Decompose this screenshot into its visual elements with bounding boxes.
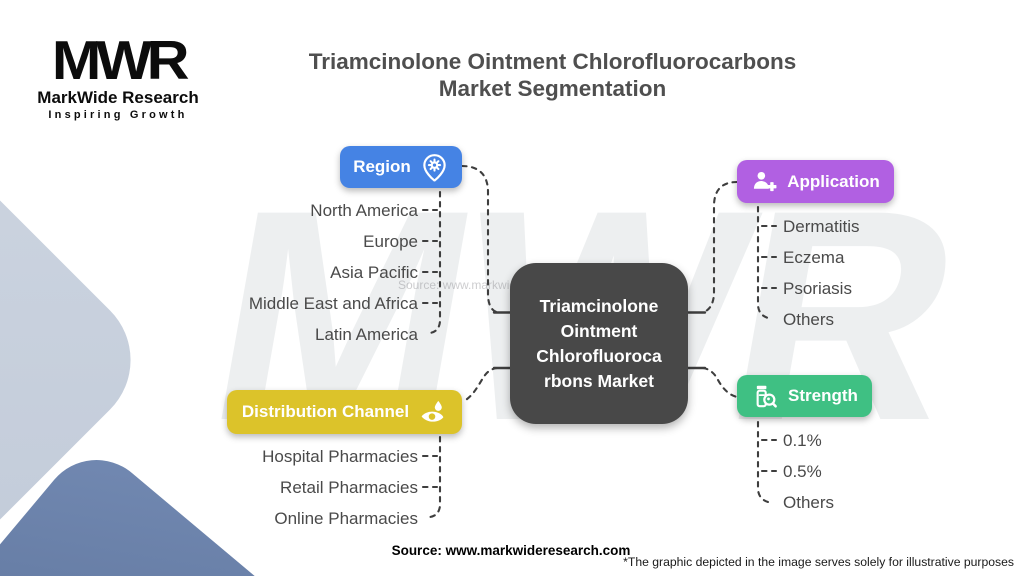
central-market-label: Triamcinolone Ointment Chlorofluoroca rb…	[536, 294, 661, 394]
strength-node: Strength	[737, 375, 872, 417]
markwide-logo: MWR MarkWide Research Inspiring Growth	[36, 33, 200, 122]
bottle-magnifier-icon	[756, 385, 777, 408]
segment-item: 0.1%	[783, 431, 822, 450]
location-pin-gear-icon	[423, 153, 446, 181]
segment-item: 0.5%	[783, 462, 822, 481]
segment-item: Europe	[363, 232, 418, 251]
central-label-line4: rbons Market	[544, 370, 654, 391]
segment-item: Psoriasis	[783, 279, 852, 298]
distribution-channel-node: Distribution Channel	[227, 390, 462, 434]
application-node: Application	[737, 160, 894, 203]
segment-item: Others	[783, 493, 835, 512]
page-title: Triamcinolone Ointment Chlorofluorocarbo…	[280, 48, 825, 102]
page-title-line1: Triamcinolone Ointment Chlorofluorocarbo…	[308, 49, 797, 74]
segment-item: Middle East and Africa	[248, 294, 418, 313]
segment-item: Eczema	[783, 248, 845, 267]
logo-monogram: MWR	[51, 29, 190, 91]
logo-tagline: Inspiring Growth	[48, 109, 188, 121]
central-label-line2: Ointment	[560, 320, 638, 341]
central-market-node: Triamcinolone Ointment Chlorofluoroca rb…	[510, 263, 688, 424]
segment-item: Hospital Pharmacies	[262, 447, 418, 466]
segment-item: Retail Pharmacies	[280, 478, 418, 497]
logo-company-name: MarkWide Research	[37, 88, 199, 107]
page-title-line2: Market Segmentation	[438, 76, 667, 101]
application-node-label: Application	[787, 171, 880, 191]
segment-item: Others	[783, 310, 835, 329]
source-text: Source: www.markwideresearch.com	[391, 543, 631, 558]
segment-item: Latin America	[315, 325, 418, 344]
segment-item: Dermatitis	[783, 217, 860, 236]
person-plus-icon	[754, 171, 777, 192]
region-node: Region	[340, 146, 462, 188]
segment-item: North America	[310, 201, 418, 220]
region-node-label: Region	[353, 157, 411, 176]
segment-item: Asia Pacific	[330, 263, 418, 282]
distribution-node-label: Distribution Channel	[241, 402, 410, 421]
central-label-line1: Triamcinolone	[539, 295, 659, 316]
segment-item: Online Pharmacies	[274, 509, 418, 528]
eye-drop-icon	[421, 400, 444, 422]
strength-items: 0.1% 0.5% Others	[783, 425, 953, 518]
disclaimer-footnote: *The graphic depicted in the image serve…	[623, 555, 1014, 569]
central-label-line3: Chlorofluoroca	[536, 345, 662, 366]
strength-node-label: Strength	[788, 386, 858, 405]
